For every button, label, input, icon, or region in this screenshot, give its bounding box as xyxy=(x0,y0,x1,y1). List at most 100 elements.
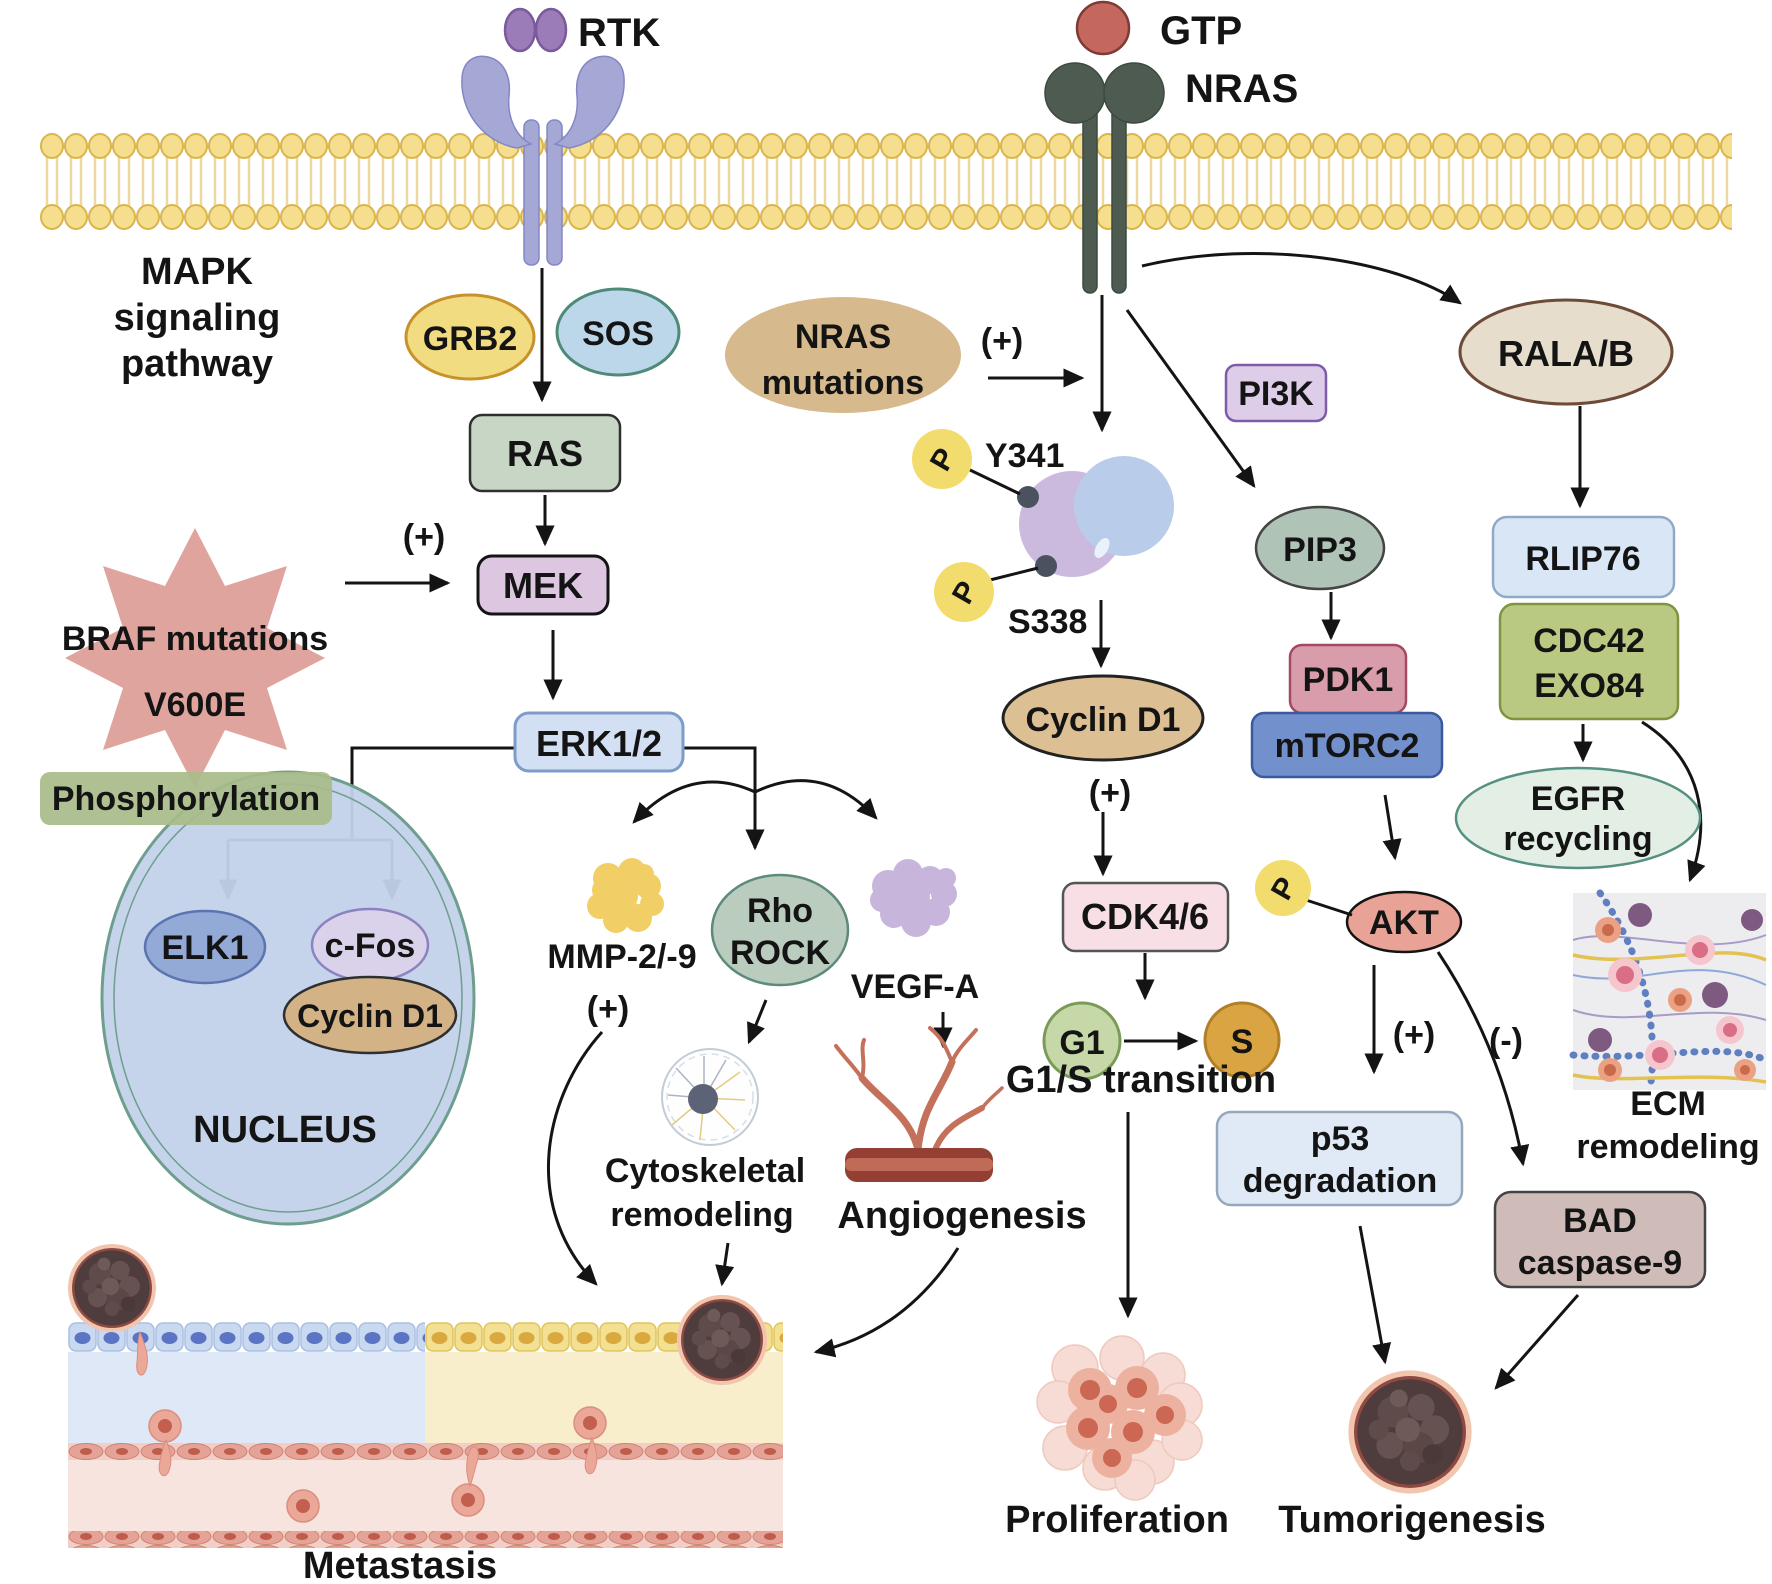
migrating-cell-icon xyxy=(148,1409,182,1443)
g1-label: G1 xyxy=(1059,1024,1104,1062)
metastasis-illustration xyxy=(68,1244,783,1548)
rho-label: Rho xyxy=(747,892,813,930)
rtk-label: RTK xyxy=(578,11,660,55)
mmp-label: MMP-2/-9 xyxy=(547,938,696,976)
akt-label: AKT xyxy=(1369,904,1439,942)
mek-node xyxy=(476,554,610,616)
gtp-icon xyxy=(1075,0,1131,56)
bad-label-2: caspase-9 xyxy=(1518,1244,1682,1282)
g1-node xyxy=(1042,1001,1122,1081)
mtorc2-node xyxy=(1250,711,1444,779)
cdc42-exo84-node xyxy=(1498,602,1680,721)
pip3-label: PIP3 xyxy=(1283,531,1357,569)
plus-sign: (+) xyxy=(1393,1016,1436,1054)
y341-label: Y341 xyxy=(985,437,1064,475)
plus-sign: (+) xyxy=(403,518,446,556)
vegf-label: VEGF-A xyxy=(851,968,979,1006)
svg-text:signaling: signaling xyxy=(114,297,281,339)
s-node xyxy=(1203,1001,1281,1079)
nras-mutations-node xyxy=(725,297,961,413)
egfr-recycling-node xyxy=(1454,766,1702,870)
p53-degradation-node xyxy=(1215,1110,1464,1207)
bad-label-1: BAD xyxy=(1563,1202,1637,1240)
rtk-ligand-icon xyxy=(503,7,537,53)
angiogenesis-label: Angiogenesis xyxy=(837,1195,1086,1237)
elk1-node xyxy=(143,909,267,985)
phosphate-icon xyxy=(1255,860,1311,916)
erk-label: ERK1/2 xyxy=(536,723,662,764)
erk-node xyxy=(513,711,685,773)
rlip76-node xyxy=(1491,515,1676,599)
vegf-protein-icon xyxy=(870,859,957,937)
angiogenesis-vessel-icon xyxy=(834,1026,1004,1182)
grb2-label: GRB2 xyxy=(423,320,517,358)
svg-text:MAPK: MAPK xyxy=(141,251,253,293)
pdk1-label: PDK1 xyxy=(1303,661,1394,699)
proliferation-label: Proliferation xyxy=(1005,1499,1229,1541)
egfr-label-1: EGFR xyxy=(1531,780,1625,818)
mmp-protein-icon xyxy=(587,858,664,933)
proliferation-cells-icon xyxy=(1036,1335,1203,1501)
cdk46-label: CDK4/6 xyxy=(1081,896,1209,937)
minus-sign: (-) xyxy=(1489,1022,1523,1060)
rtk-receptor-icon xyxy=(461,7,625,266)
cyclind1-nucleus-label: Cyclin D1 xyxy=(297,998,443,1034)
rlip76-label: RLIP76 xyxy=(1525,540,1640,578)
cell-membrane xyxy=(40,133,1732,230)
ecm-remodeling-image xyxy=(1569,889,1770,1094)
nras-label: NRAS xyxy=(1185,67,1298,111)
pathway-title: MAPK signaling pathway xyxy=(114,251,281,385)
svg-text:pathway: pathway xyxy=(121,343,273,385)
exo84-label: EXO84 xyxy=(1534,667,1644,705)
grb2-node xyxy=(404,293,536,381)
cytoskeletal-cell-icon xyxy=(661,1048,759,1146)
ecm-label-2: remodeling xyxy=(1576,1128,1759,1166)
mtorc2-label: mTORC2 xyxy=(1275,727,1420,765)
ras-node xyxy=(468,413,622,493)
egfr-label-2: recycling xyxy=(1503,820,1652,858)
nras-mutations-label-2: mutations xyxy=(762,364,924,402)
phosphorylation-label: Phosphorylation xyxy=(52,780,320,818)
cdk46-node xyxy=(1061,881,1230,953)
plus-sign: (+) xyxy=(981,322,1024,360)
braf-label-2: V600E xyxy=(144,686,246,724)
p53-label-1: p53 xyxy=(1311,1120,1370,1158)
rtk-ligand-icon xyxy=(534,7,568,53)
craf-complex-icon xyxy=(969,456,1174,582)
mek-label: MEK xyxy=(503,565,583,606)
p53-label-2: degradation xyxy=(1243,1162,1438,1200)
sos-label: SOS xyxy=(582,315,654,353)
cfos-label: c-Fos xyxy=(325,927,416,965)
metastasis-label: Metastasis xyxy=(303,1545,497,1584)
cytoskeletal-label-2: remodeling xyxy=(610,1196,793,1234)
ecm-label-1: ECM xyxy=(1630,1085,1706,1123)
migrating-cell-icon xyxy=(286,1489,320,1523)
ralab-label: RALA/B xyxy=(1498,333,1634,374)
metastasis-tumor-icon xyxy=(68,1244,156,1332)
nucleus-label: NUCLEUS xyxy=(193,1109,377,1151)
sos-node xyxy=(555,287,681,377)
nras-mutations-label-1: NRAS xyxy=(795,318,891,356)
s338-label: S338 xyxy=(1008,603,1087,641)
metastasis-tumor-icon xyxy=(676,1294,768,1386)
cytoskeletal-label-1: Cytoskeletal xyxy=(605,1152,805,1190)
s-label: S xyxy=(1231,1023,1254,1061)
arrows xyxy=(133,252,1706,1513)
akt-node xyxy=(1345,890,1463,954)
elk1-label: ELK1 xyxy=(162,929,249,967)
pi3k-node xyxy=(1224,363,1328,423)
rock-label: ROCK xyxy=(730,934,831,972)
phosphate-link xyxy=(1305,898,1353,917)
gtp-label: GTP xyxy=(1160,9,1242,53)
braf-mutation-star xyxy=(65,528,325,788)
phosphate-icon xyxy=(912,429,972,489)
migrating-cell-icon xyxy=(573,1406,607,1440)
cyclind1-label: Cyclin D1 xyxy=(1026,701,1181,739)
ralab-node xyxy=(1458,298,1674,406)
cyclind1-node xyxy=(1001,674,1205,762)
cyclind1-nucleus-node xyxy=(282,975,458,1055)
cdc42-label: CDC42 xyxy=(1533,622,1644,660)
tumorigenesis-label: Tumorigenesis xyxy=(1278,1499,1545,1541)
pip3-node xyxy=(1254,505,1386,591)
